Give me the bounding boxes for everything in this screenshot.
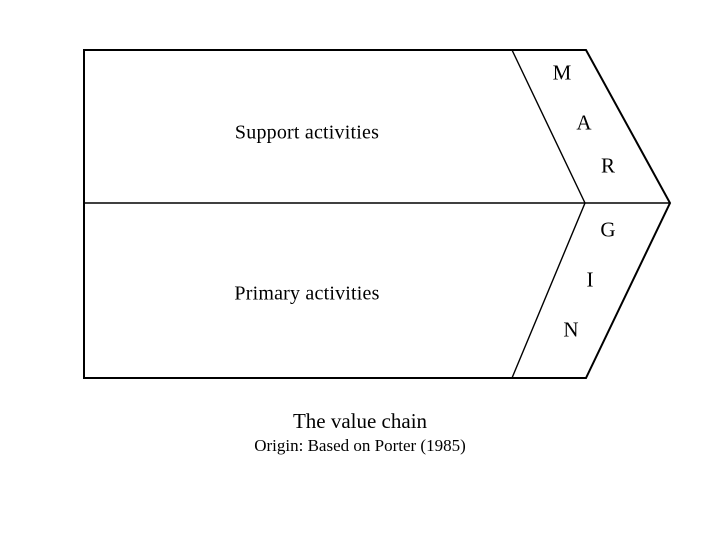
margin-letter-n: N (563, 317, 579, 342)
margin-letter-i: I (586, 267, 594, 292)
figure-caption: The value chain Origin: Based on Porter … (0, 408, 720, 458)
caption-source: Origin: Based on Porter (1985) (254, 436, 466, 455)
margin-letter-m: M (552, 60, 572, 85)
value-chain-outline (83, 49, 672, 379)
margin-letter-a: A (576, 110, 592, 135)
caption-title: The value chain (292, 409, 428, 433)
margin-chevron-line (511, 49, 586, 379)
band-label-primary: Primary activities (234, 282, 380, 305)
margin-letter-g: G (600, 217, 616, 242)
margin-letter-r: R (600, 153, 616, 178)
band-label-support: Support activities (234, 121, 380, 144)
